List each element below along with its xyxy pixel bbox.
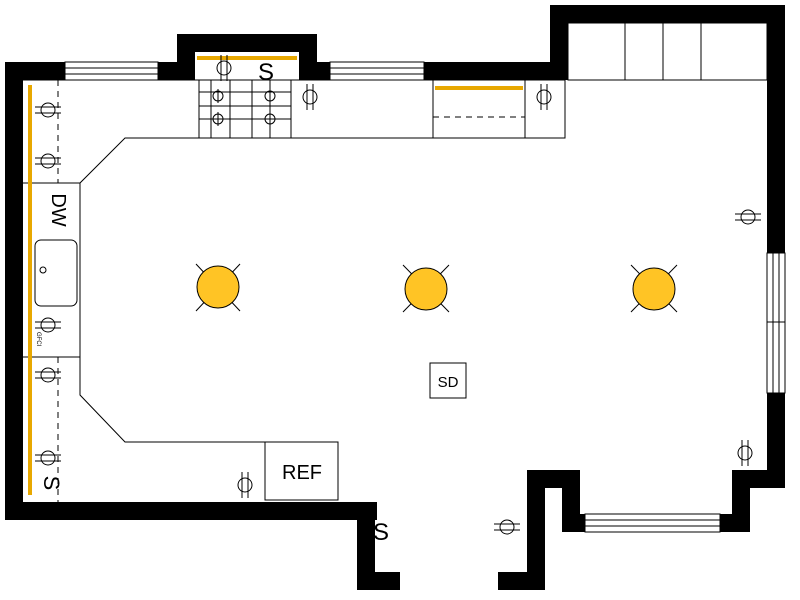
counters	[23, 79, 566, 502]
windows	[64, 61, 786, 533]
duplex-outlet-icon	[35, 450, 61, 466]
wall-right-mid	[767, 393, 785, 473]
burner-icon	[212, 112, 224, 126]
duplex-outlet-icon	[35, 367, 61, 383]
duplex-outlet-icon	[237, 472, 253, 498]
wall-bump-left	[550, 5, 568, 80]
wall-alcove-left	[177, 34, 195, 80]
outlets	[35, 55, 761, 535]
undercab-light-top	[197, 56, 297, 60]
wall-door-bottom-left	[357, 572, 400, 590]
wall-top-mid2	[312, 62, 330, 80]
refrigerator-label: REF	[282, 462, 322, 484]
gfci-label: GFCI	[35, 332, 41, 347]
wall-door-right	[527, 470, 545, 590]
walls	[5, 5, 785, 590]
cooktop-icon	[198, 79, 292, 139]
wall-alcove-top	[177, 34, 317, 52]
sink-icon	[34, 239, 78, 307]
dishwasher-label: DW	[47, 193, 69, 226]
burner-icon	[264, 89, 276, 103]
ceiling-light-icon	[402, 264, 450, 313]
duplex-outlet-icon	[494, 519, 520, 535]
undercab-light-right	[435, 86, 523, 90]
wall-bump-top	[550, 5, 785, 23]
duplex-outlet-icon	[737, 440, 753, 466]
switch-label-left: S	[39, 476, 64, 491]
burner-icon	[264, 112, 276, 126]
switch-label-top: S	[258, 59, 274, 86]
smoke-detector-label: SD	[438, 374, 459, 391]
ceiling-lights	[195, 263, 678, 313]
duplex-outlet-icon	[216, 55, 232, 81]
pantry-cabinets	[567, 22, 768, 81]
burner-icon	[212, 89, 224, 103]
duplex-outlet-icon	[302, 84, 318, 110]
duplex-outlet-icon	[735, 209, 761, 225]
refrigerator: REF	[264, 441, 339, 501]
wall-bottom-left	[5, 502, 377, 520]
gfci-outlet-icon	[35, 317, 61, 333]
wall-left	[5, 62, 23, 520]
undercab-light-left	[28, 85, 32, 495]
wall-right-lower	[732, 470, 785, 488]
wall-top-mid3	[424, 62, 552, 80]
ceiling-light-icon	[630, 264, 678, 313]
duplex-outlet-icon	[35, 153, 61, 169]
duplex-outlet-icon	[536, 84, 552, 110]
smoke-detector: SD	[429, 362, 467, 399]
wall-right-upper	[767, 5, 785, 253]
window-top-center	[329, 61, 425, 81]
under-cabinet-lights	[28, 56, 523, 495]
window-bottom-right	[584, 513, 721, 533]
window-top-left	[64, 61, 159, 81]
wall-door-left	[357, 502, 375, 590]
window-right	[766, 252, 786, 394]
switch-label-bottom: S	[373, 519, 389, 546]
ceiling-light-icon	[195, 263, 241, 312]
duplex-outlet-icon	[35, 102, 61, 118]
